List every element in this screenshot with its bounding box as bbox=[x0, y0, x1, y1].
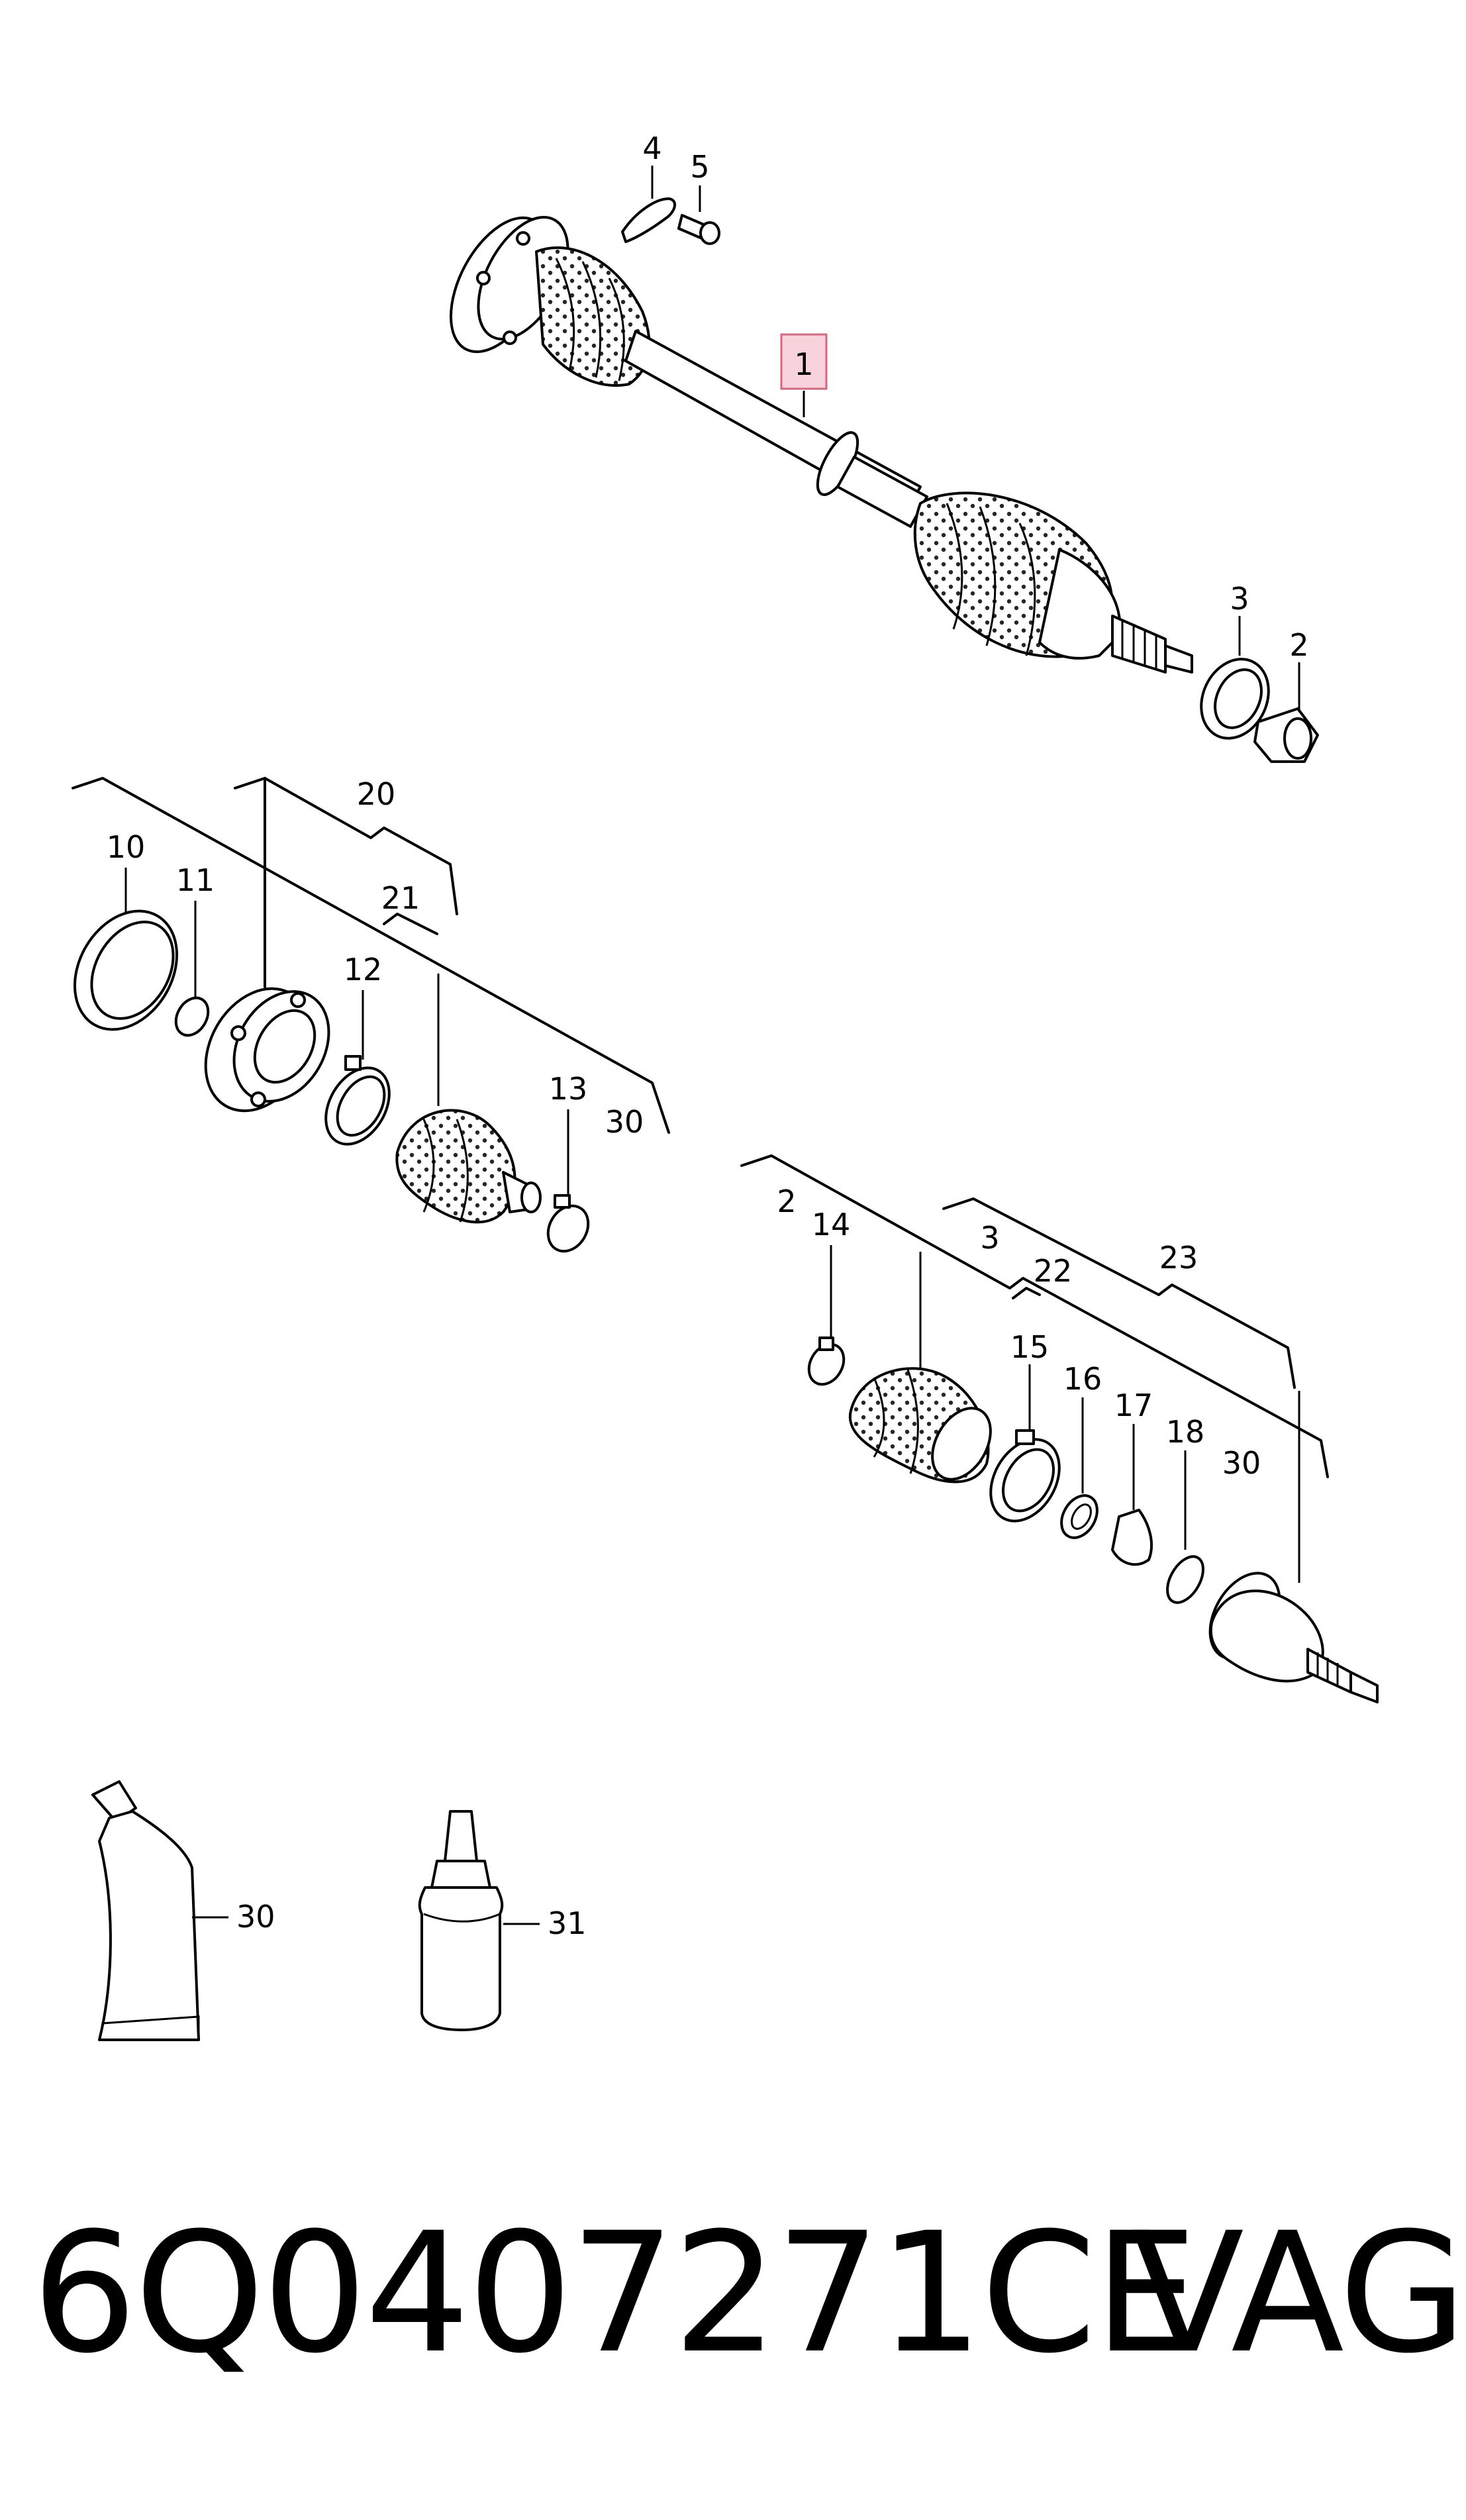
cv-joint-body bbox=[204, 987, 330, 1113]
bolt-part-5 bbox=[677, 214, 720, 245]
callout-18: 18 bbox=[1166, 1414, 1205, 1450]
callout-15: 15 bbox=[1010, 1329, 1050, 1365]
drive-shaft-assembly bbox=[450, 216, 1193, 674]
leaders-top bbox=[651, 166, 1300, 712]
inner-joint-kit: 10 11 20 21 12 13 30 bbox=[72, 776, 670, 1253]
sealant-bottle-part-31: 31 bbox=[418, 1810, 587, 2031]
callout-14: 14 bbox=[812, 1207, 851, 1242]
callout-30-tube: 30 bbox=[236, 1899, 275, 1935]
callout-4: 4 bbox=[642, 130, 661, 166]
callout-11: 11 bbox=[176, 862, 215, 898]
callout-12: 12 bbox=[344, 952, 383, 987]
callout-13: 13 bbox=[549, 1071, 588, 1107]
callout-2-right: 2 bbox=[777, 1184, 796, 1219]
callout-1: 1 bbox=[794, 346, 813, 382]
callout-1-highlight bbox=[780, 333, 828, 390]
boot-part-21 bbox=[395, 1109, 542, 1224]
clamp-part-14 bbox=[807, 1336, 846, 1386]
callout-21: 21 bbox=[381, 880, 420, 916]
clamp-part-15 bbox=[989, 1429, 1061, 1523]
callout-20: 20 bbox=[357, 776, 396, 812]
outer-cv-joint bbox=[1208, 1572, 1379, 1703]
cone-part-17 bbox=[1111, 1509, 1153, 1566]
callout-17: 17 bbox=[1114, 1387, 1153, 1423]
outer-joint-kit: 2 14 3 22 23 15 16 17 18 30 bbox=[740, 1154, 1379, 1703]
snap-ring-part-11 bbox=[174, 996, 210, 1037]
ring-part-3 bbox=[1200, 658, 1270, 740]
callout-22: 22 bbox=[1034, 1253, 1073, 1289]
callout-23: 23 bbox=[1159, 1240, 1198, 1276]
callout-3-right: 3 bbox=[980, 1220, 999, 1256]
callout-31: 31 bbox=[548, 1905, 587, 1941]
outer-boot-kit bbox=[848, 1367, 992, 1484]
callout-2-top: 2 bbox=[1289, 627, 1308, 663]
outer-stub bbox=[1111, 615, 1167, 674]
callout-30-right: 30 bbox=[1222, 1445, 1261, 1481]
callout-10: 10 bbox=[107, 829, 146, 865]
callout-30-left: 30 bbox=[605, 1104, 644, 1140]
callout-3-top: 3 bbox=[1230, 581, 1249, 617]
grease-tube-part-30: 30 bbox=[91, 1780, 275, 2041]
clamp-part-13 bbox=[546, 1194, 590, 1253]
nut-part-2 bbox=[1253, 707, 1319, 763]
clamp-part-12 bbox=[324, 1055, 391, 1146]
callout-16: 16 bbox=[1063, 1361, 1102, 1397]
ring-part-10 bbox=[73, 909, 179, 1031]
callout-5: 5 bbox=[690, 149, 709, 185]
clip-part-4 bbox=[621, 197, 676, 243]
part-number: 6Q0407271CE bbox=[32, 2197, 1198, 2390]
washer-part-16 bbox=[1060, 1494, 1099, 1539]
brand-name: VAG bbox=[1131, 2197, 1466, 2390]
snap-ring-part-18 bbox=[1166, 1555, 1204, 1604]
